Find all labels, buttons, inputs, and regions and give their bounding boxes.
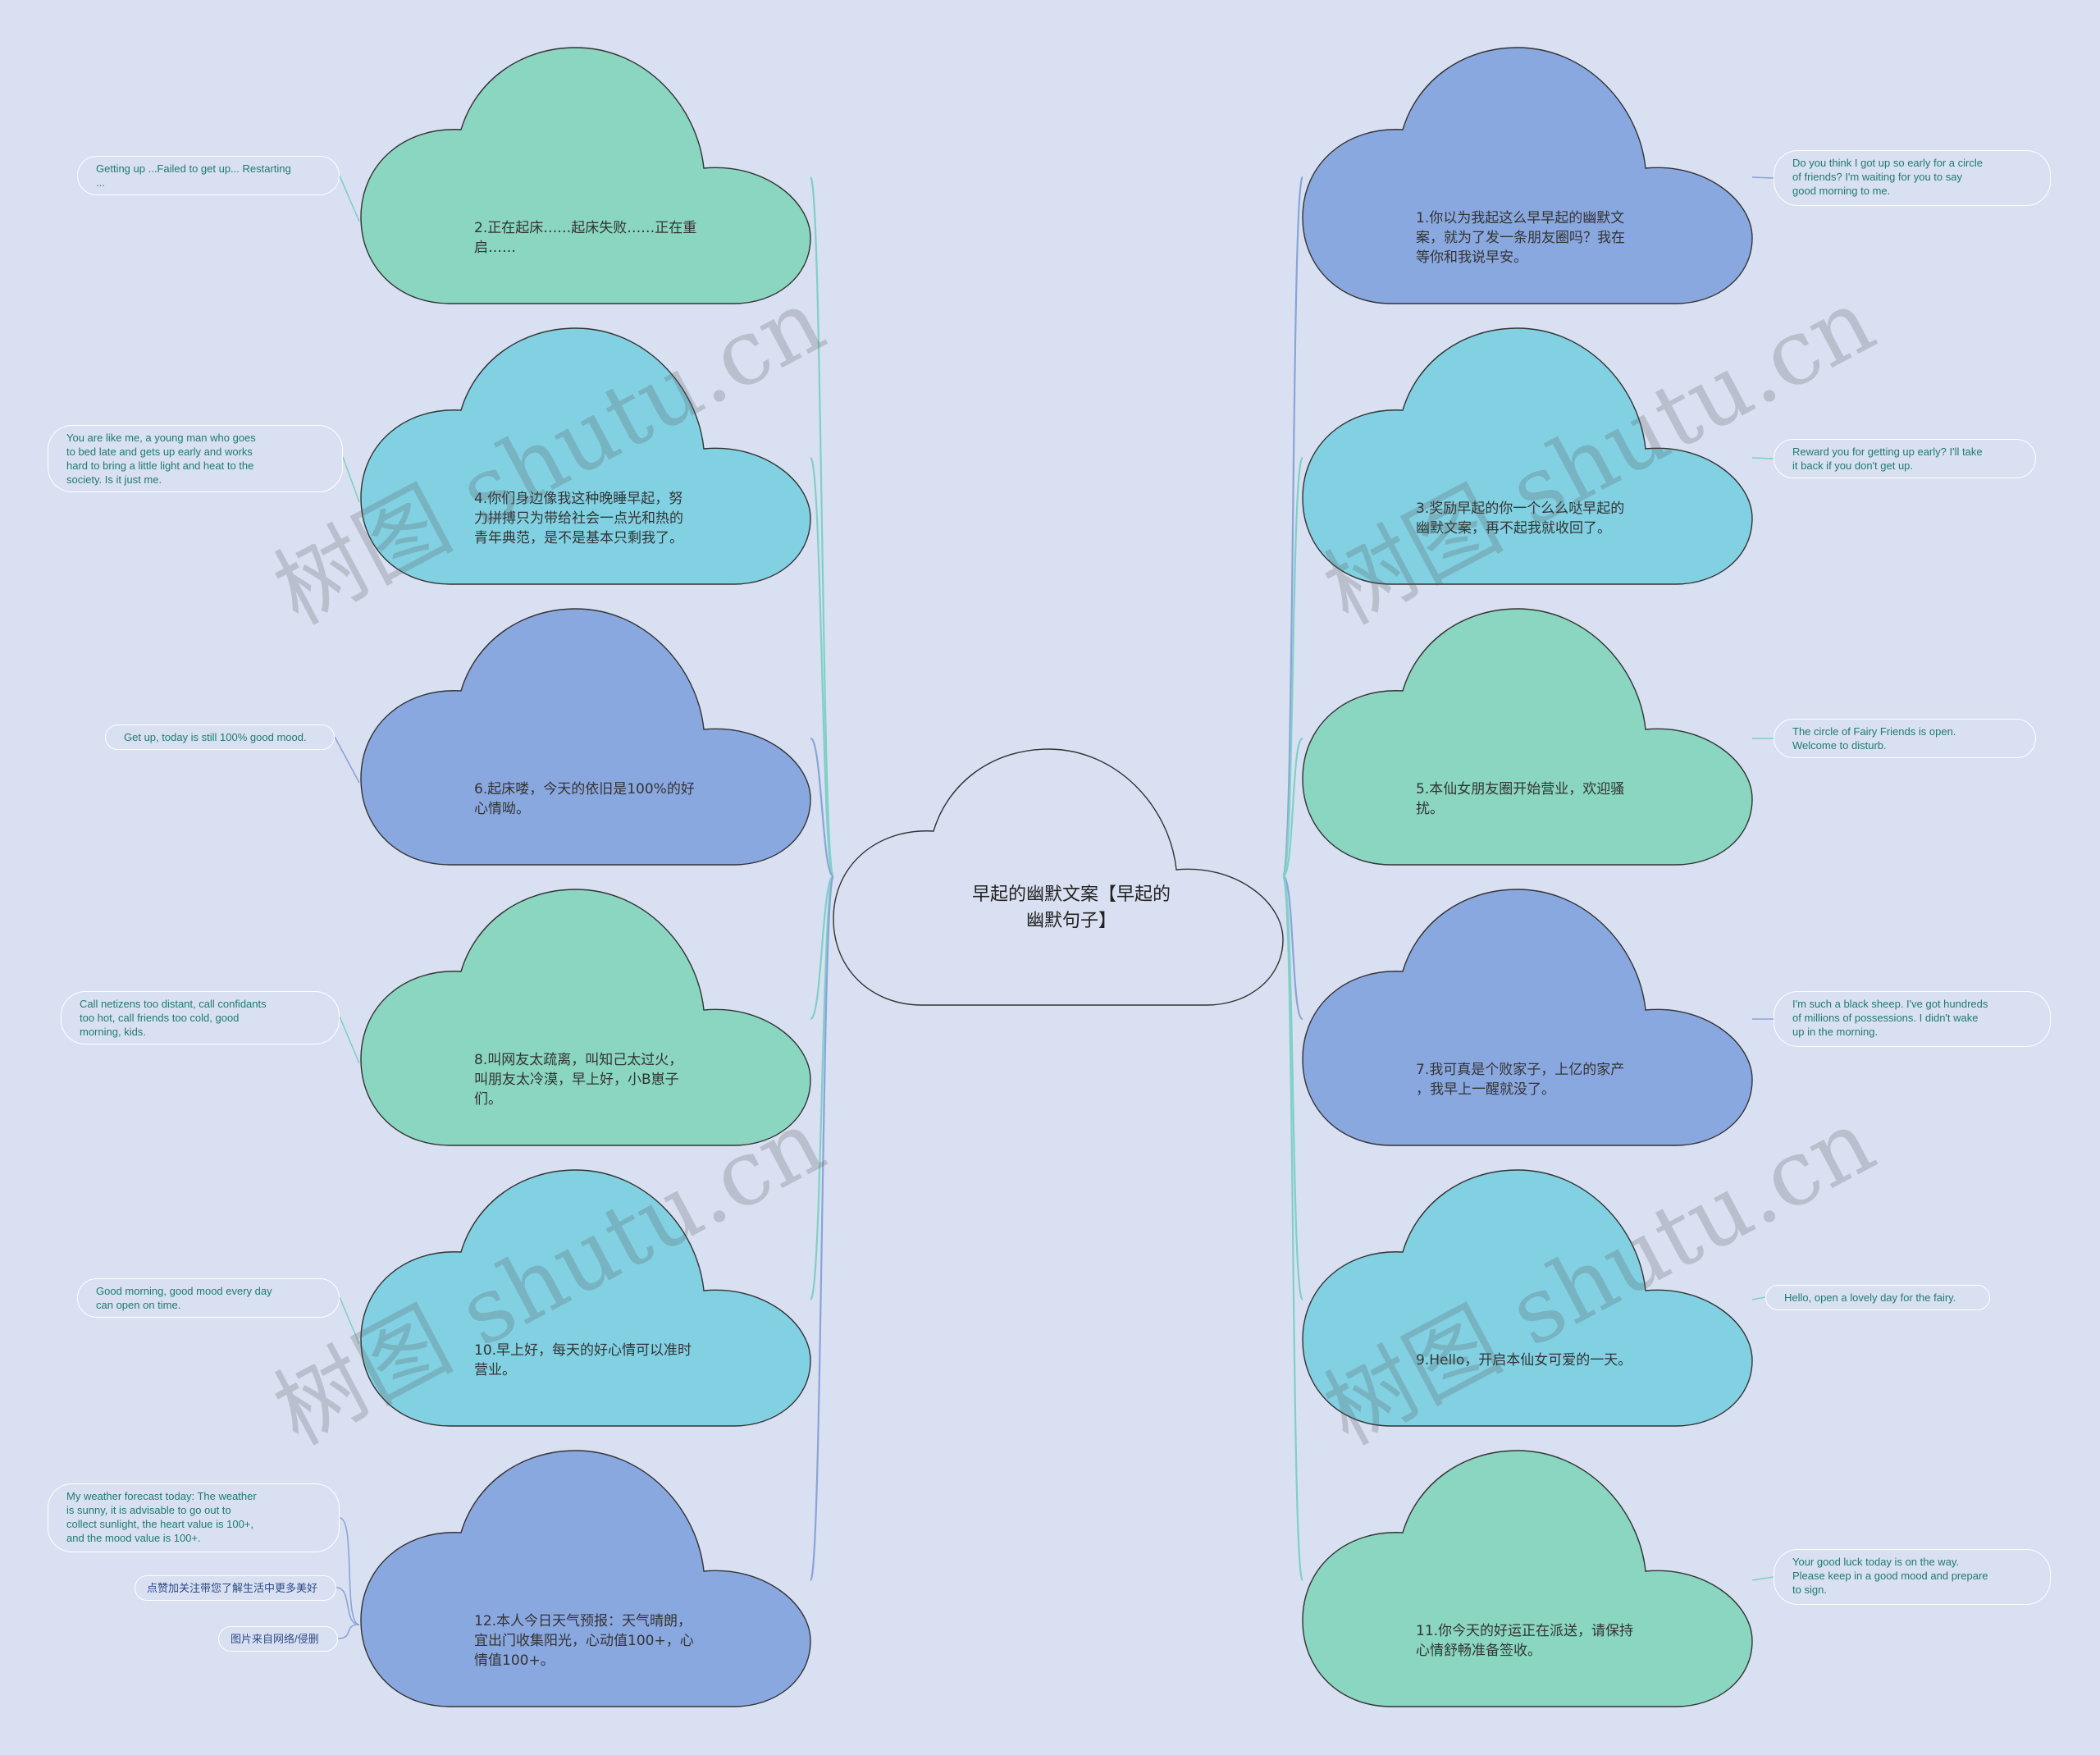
leaf-connector-t6-0: [334, 736, 360, 784]
connector-t4: [809, 456, 835, 878]
topic-cloud-t4[interactable]: [360, 327, 811, 585]
leaf-note-t12-1[interactable]: 点赞加关注带您了解生活中更多美好: [135, 1575, 336, 1601]
topic-cloud-t7[interactable]: [1302, 889, 1753, 1146]
leaf-note-t6-0[interactable]: Get up, today is still 100% good mood.: [105, 724, 335, 750]
topic-cloud-t3[interactable]: [1302, 327, 1753, 585]
topic-label-t11: 11.你今天的好运正在派送，请保持 心情舒畅准备签收。: [1416, 1623, 1634, 1659]
leaf-note-t7-0[interactable]: I'm such a black sheep. I've got hundred…: [1774, 991, 2051, 1047]
leaf-note-t9-0[interactable]: Hello, open a lovely day for the fairy.: [1765, 1285, 1990, 1310]
leaf-note-t12-2[interactable]: 图片来自网络/侵删: [218, 1626, 338, 1652]
leaf-connector-t12-1: [336, 1587, 360, 1625]
leaf-connector-t9-0: [1751, 1296, 1766, 1300]
center-topic-label: 早起的幽默文案【早起的 幽默句子】: [971, 884, 1171, 931]
topic-cloud-t6[interactable]: [360, 608, 811, 866]
topic-cloud-t11[interactable]: [1302, 1450, 1753, 1707]
leaf-note-t11-0[interactable]: Your good luck today is on the way. Plea…: [1774, 1549, 2051, 1605]
leaf-note-t1-0[interactable]: Do you think I got up so early for a cir…: [1774, 150, 2051, 206]
topic-label-t6: 6.起床喽，今天的依旧是100%的好 心情呦。: [474, 781, 695, 817]
topic-label-t12: 12.本人今日天气预报：天气晴朗， 宜出门收集阳光，心动值100+，心 情值10…: [474, 1613, 694, 1669]
leaf-note-t2-0[interactable]: Getting up ...Failed to get up... Restar…: [77, 156, 340, 195]
leaf-note-t5-0[interactable]: The circle of Fairy Friends is open. Wel…: [1774, 719, 2036, 758]
leaf-note-t3-0[interactable]: Reward you for getting up early? I'll ta…: [1774, 439, 2036, 478]
connector-lines: [334, 175, 1774, 1639]
connector-t11: [1281, 875, 1304, 1582]
connector-t12: [809, 875, 835, 1582]
leaf-connector-t3-0: [1751, 457, 1774, 459]
leaf-connector-t8-0: [339, 1016, 360, 1064]
topic-label-t4: 4.你们身边像我这种晚睡早起，努 力拼搏只为带给社会一点光和热的 青年典范，是不…: [474, 491, 683, 546]
topic-cloud-t9[interactable]: [1302, 1169, 1753, 1427]
topic-label-t3: 3.奖励早起的你一个么么哒早起的 幽默文案，再不起我就收回了。: [1416, 500, 1625, 537]
topic-label-t2: 2.正在起床……起床失败……正在重 启……: [474, 220, 697, 256]
leaf-note-t8-0[interactable]: Call netizens too distant, call confidan…: [61, 991, 340, 1044]
connector-t6: [809, 737, 835, 878]
topic-cloud-t12[interactable]: [360, 1450, 811, 1707]
topic-label-t1: 1.你以为我起这么早早起的幽默文 案，就为了发一条朋友圈吗？我在 等你和我说早安…: [1416, 210, 1625, 266]
connector-t8: [809, 875, 835, 1021]
topic-label-t7: 7.我可真是个败家子，上亿的家产 ，我早上一醒就没了。: [1416, 1062, 1625, 1098]
cloud-nodes: [360, 47, 1753, 1707]
topic-cloud-t10[interactable]: [360, 1169, 811, 1427]
leaf-connector-t10-0: [339, 1296, 360, 1345]
leaf-connector-t12-0: [339, 1517, 360, 1625]
leaf-connector-t12-2: [337, 1624, 360, 1639]
center-cloud[interactable]: [833, 748, 1284, 1006]
connector-t3: [1281, 456, 1304, 878]
leaf-connector-t11-0: [1751, 1576, 1774, 1581]
leaf-connector-t1-0: [1751, 176, 1774, 179]
topic-label-t8: 8.叫网友太疏离，叫知己太过火， 叫朋友太冷漠，早上好，小B崽子 们。: [474, 1052, 683, 1108]
leaf-connector-t4-0: [342, 456, 360, 503]
topic-label-t10: 10.早上好，每天的好心情可以准时 营业。: [474, 1342, 692, 1378]
connector-t7: [1281, 875, 1304, 1021]
connector-t1: [1281, 176, 1304, 878]
connector-t2: [809, 176, 835, 878]
topic-label-t9: 9.Hello，开启本仙女可爱的一天。: [1416, 1352, 1632, 1369]
connector-t5: [1281, 737, 1304, 878]
topic-cloud-t2[interactable]: [360, 47, 811, 304]
leaf-note-t10-0[interactable]: Good morning, good mood every day can op…: [77, 1278, 340, 1318]
topic-cloud-t8[interactable]: [360, 889, 811, 1146]
topic-cloud-t5[interactable]: [1302, 608, 1753, 866]
topic-cloud-t1[interactable]: [1302, 47, 1753, 304]
leaf-note-t12-0[interactable]: My weather forecast today: The weather i…: [48, 1483, 340, 1552]
leaf-connector-t2-0: [339, 175, 360, 222]
leaf-note-t4-0[interactable]: You are like me, a young man who goes to…: [48, 425, 343, 492]
topic-label-t5: 5.本仙女朋友圈开始营业，欢迎骚 扰。: [1416, 781, 1625, 817]
